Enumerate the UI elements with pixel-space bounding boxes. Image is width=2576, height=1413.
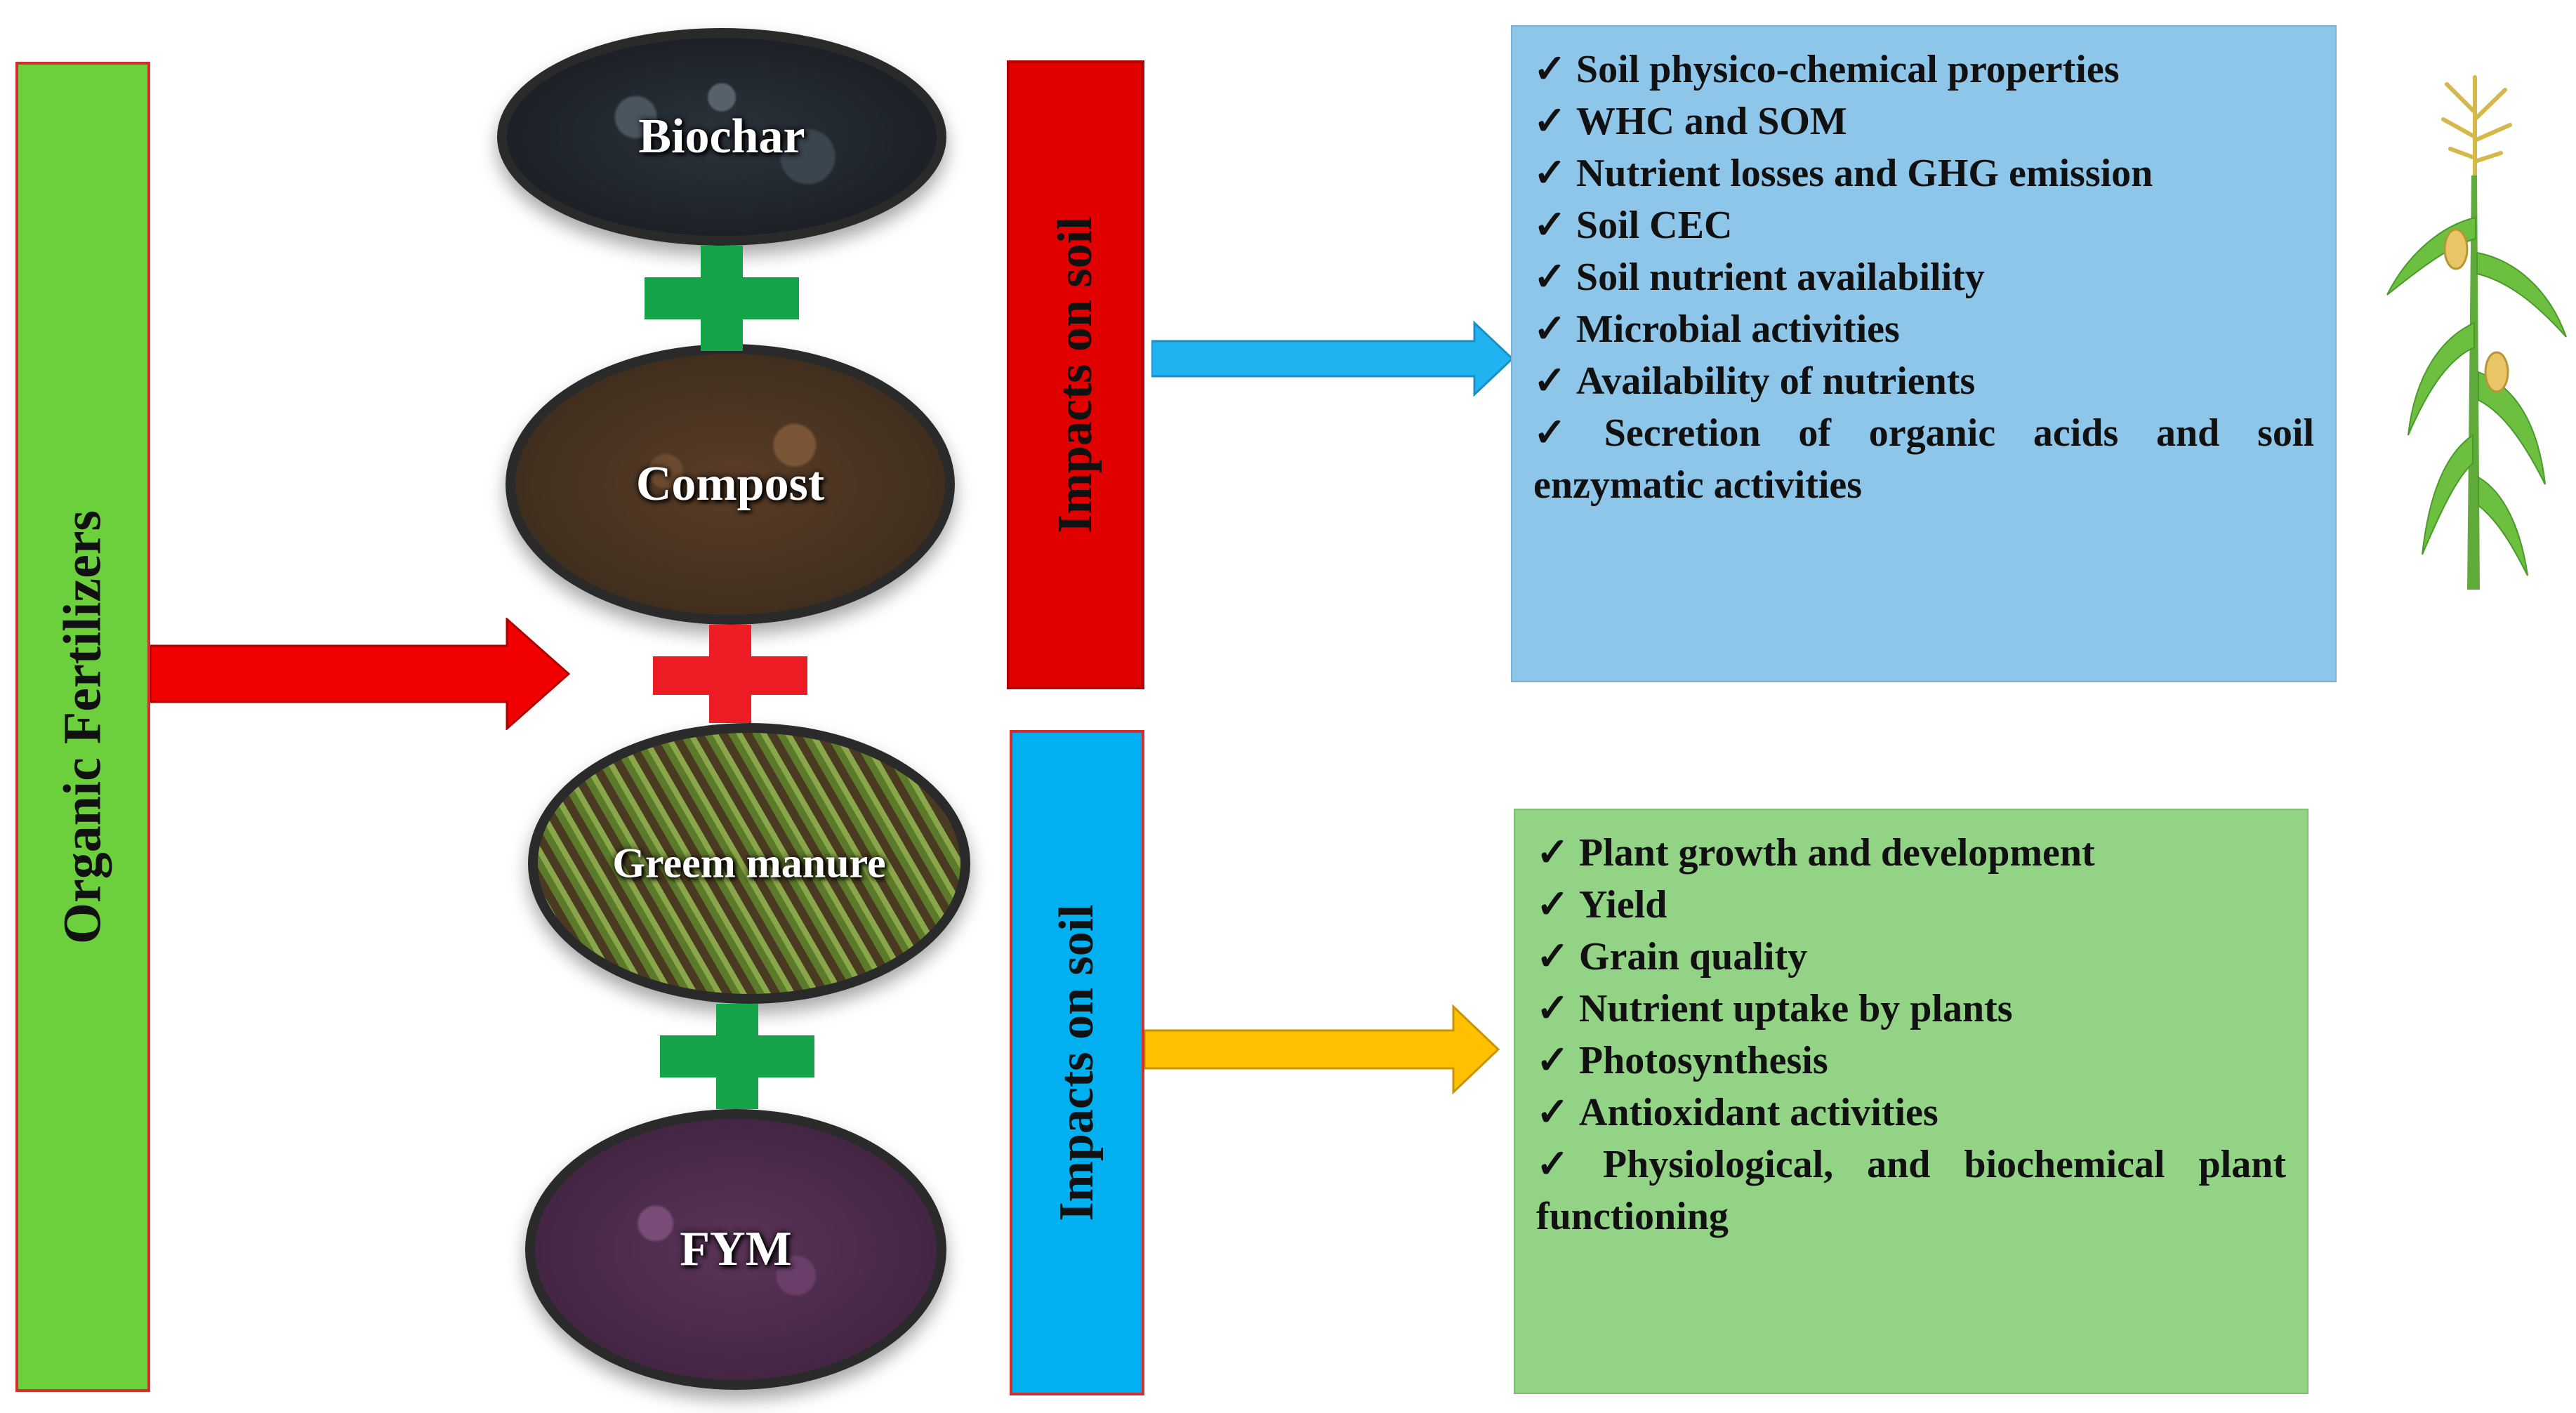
- fym-bubble: FYM: [525, 1109, 946, 1390]
- organic-fertilizers-label: Organic Fertilizers: [53, 510, 112, 944]
- arrow-right-icon: [150, 618, 571, 730]
- impacts-on-soil-bar-bottom: Impacts on soil: [1010, 730, 1144, 1395]
- list-item: ✓Nutrient losses and GHG emission: [1533, 152, 2153, 195]
- list-item: ✓Soil nutrient availability: [1533, 256, 1985, 299]
- plus-icon: [660, 1004, 814, 1109]
- list-item: ✓Microbial activities: [1533, 307, 1900, 351]
- list-item: ✓Nutrient uptake by plants: [1536, 987, 2013, 1030]
- list-item: ✓Secretion of organic acids and soil enz…: [1533, 411, 2314, 507]
- plus-icon: [645, 246, 799, 351]
- list-item: ✓Yield: [1536, 883, 1667, 927]
- plus-icon: [653, 625, 807, 723]
- plant-impacts-panel: ✓Plant growth and development ✓Yield ✓Gr…: [1514, 809, 2309, 1394]
- list-item: ✓Plant growth and development: [1536, 831, 2095, 875]
- fym-label: FYM: [680, 1222, 792, 1276]
- impacts-label-bottom: Impacts on soil: [1050, 904, 1104, 1221]
- compost-bubble: Compost: [506, 344, 955, 625]
- list-item: ✓WHC and SOM: [1533, 100, 1847, 143]
- list-item: ✓Photosynthesis: [1536, 1039, 1828, 1082]
- maize-plant-icon: [2386, 75, 2567, 590]
- biochar-label: Biochar: [638, 110, 805, 164]
- list-item: ✓Soil physico-chemical properties: [1533, 48, 2120, 91]
- impacts-label-top: Impacts on soil: [1048, 216, 1102, 533]
- green-manure-bubble: Greem manure: [528, 723, 970, 1004]
- arrow-right-icon: [1151, 320, 1514, 397]
- arrow-right-icon: [1144, 1004, 1500, 1095]
- impacts-on-soil-bar-top: Impacts on soil: [1007, 60, 1144, 689]
- organic-fertilizers-bar: Organic Fertilizers: [15, 62, 150, 1392]
- soil-impacts-panel: ✓Soil physico-chemical properties ✓WHC a…: [1511, 25, 2337, 682]
- list-item: ✓Availability of nutrients: [1533, 359, 1976, 403]
- green-manure-label: Greem manure: [612, 840, 886, 887]
- list-item: ✓Grain quality: [1536, 935, 1808, 979]
- list-item: ✓Physiological, and biochemical plant fu…: [1536, 1143, 2286, 1238]
- list-item: ✓Soil CEC: [1533, 204, 1733, 247]
- compost-label: Compost: [635, 457, 825, 511]
- biochar-bubble: Biochar: [497, 28, 946, 246]
- list-item: ✓Antioxidant activities: [1536, 1091, 1938, 1134]
